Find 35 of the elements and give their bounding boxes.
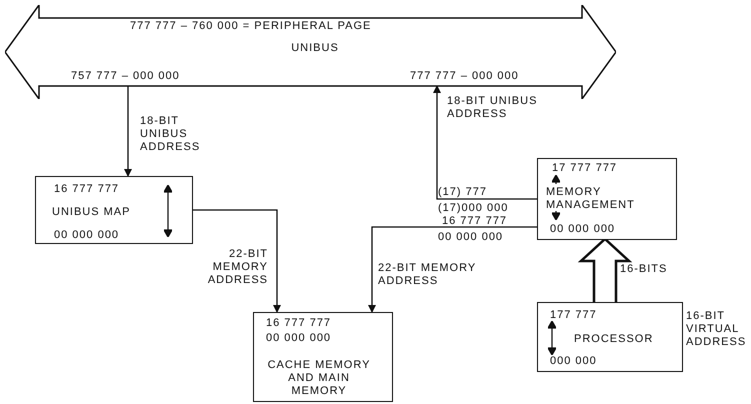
address-range-text: 00 000 000 xyxy=(438,231,504,244)
edge-label: 18-BIT UNIBUS ADDRESS xyxy=(140,115,202,154)
address-range-text: 00 000 000 xyxy=(550,223,616,236)
arrow xyxy=(124,86,132,177)
address-range-text: 00 000 000 xyxy=(54,229,120,242)
address-range-text: 00 000 000 xyxy=(266,332,332,345)
block-label: PROCESSOR xyxy=(574,333,654,346)
address-range-text: 777 777 – 760 000 = PERIPHERAL PAGE xyxy=(130,20,372,33)
annotation-text: 16-BIT VIRTUAL ADDRESS xyxy=(686,310,748,349)
block-box xyxy=(253,312,393,402)
address-range-text: 177 777 xyxy=(550,309,597,322)
block-arrow xyxy=(578,237,632,304)
arrow xyxy=(368,226,537,313)
address-range-text: 000 000 xyxy=(550,355,597,368)
block-label: UNIBUS MAP xyxy=(52,206,130,219)
address-range-text: (17) 777 xyxy=(438,186,487,199)
address-range-text: 16 777 777 xyxy=(54,183,120,196)
address-range-text: 777 777 – 000 000 xyxy=(410,70,520,83)
block-box xyxy=(537,302,683,372)
block-box xyxy=(35,176,193,244)
block-label: UNIBUS xyxy=(290,42,340,55)
arrow xyxy=(193,209,281,313)
arrow xyxy=(433,85,537,200)
block-label: MEMORY MANAGEMENT xyxy=(546,186,636,212)
edge-label: 22-BIT MEMORY ADDRESS xyxy=(378,262,477,288)
edge-label: 18-BIT UNIBUS ADDRESS xyxy=(447,95,538,121)
address-range-text: (17)000 000 xyxy=(438,202,508,215)
edge-label: 22-BIT MEMORY ADDRESS xyxy=(206,248,268,287)
block-label: CACHE MEMORY AND MAIN MEMORY xyxy=(266,359,372,398)
address-range-text: 757 777 – 000 000 xyxy=(71,70,181,83)
address-range-text: 17 777 777 xyxy=(552,162,618,175)
address-range-text: 16 777 777 xyxy=(266,317,332,330)
edge-label: 16-BITS xyxy=(620,263,668,276)
block-box xyxy=(537,158,677,240)
address-range-text: 16 777 777 xyxy=(442,215,508,228)
